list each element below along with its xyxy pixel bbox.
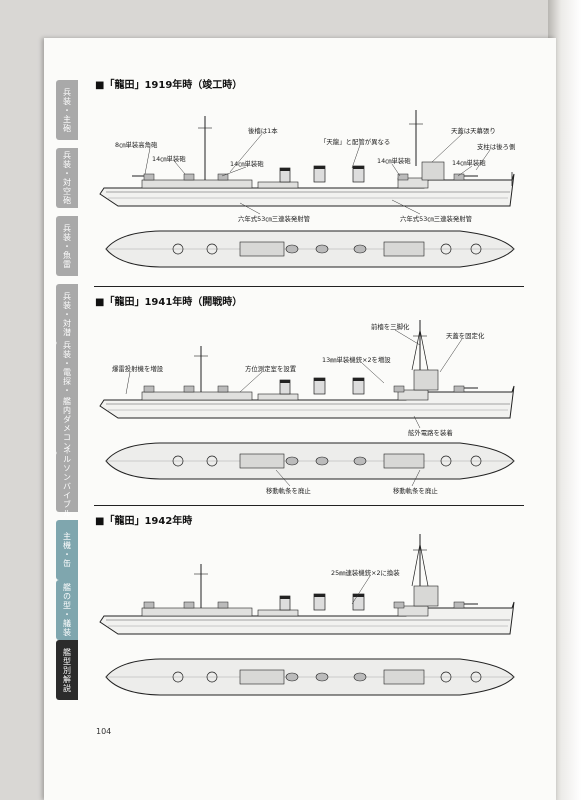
annotation: 14㎝単装砲 <box>452 159 486 167</box>
index-tab-label: ネルソンバイブル <box>62 446 72 518</box>
ship-deck-plan-1941 <box>105 442 515 480</box>
index-tab-label: 兵装・電探・艦 <box>62 340 72 404</box>
annotation: 14㎝単装砲 <box>377 157 411 165</box>
index-tab[interactable]: 兵装・魚雷 <box>56 216 78 276</box>
annotation: 舷外電路を装着 <box>408 429 453 437</box>
section-divider <box>94 505 524 506</box>
ship-side-profile-1942 <box>99 534 515 635</box>
section-title: ■「龍田」1941年時（開戦時） <box>95 297 243 308</box>
section-title: ■「龍田」1919年時（竣工時） <box>95 80 243 91</box>
annotation: 13㎜単装機銃×2を増設 <box>322 356 391 364</box>
index-tab-label: 兵装・魚雷 <box>62 223 72 269</box>
annotation: 六年式53㎝三連装発射管 <box>400 215 473 223</box>
ship-side-profile-1919 <box>99 110 515 207</box>
annotation: 天蓋は天幕張り <box>451 127 496 135</box>
annotation: 14㎝単装砲 <box>230 160 264 168</box>
annotation: 8㎝単装高角砲 <box>115 141 158 149</box>
index-tab-label: 兵装・主砲 <box>62 87 72 133</box>
annotation: 移動軌条を廃止 <box>393 487 438 495</box>
index-tab-label: 艦型別解説 <box>62 647 72 693</box>
annotation: 方位測定室を設置 <box>245 365 297 373</box>
section-divider <box>94 286 524 287</box>
index-tab[interactable]: 兵装・対潜 <box>56 284 78 344</box>
index-tab[interactable]: 艦の型・艤装 <box>56 580 78 640</box>
index-tab-label: 兵装・対潜 <box>62 291 72 337</box>
index-tab[interactable]: ネルソンバイブル <box>56 446 78 518</box>
page-number: 104 <box>96 727 112 736</box>
index-tab[interactable]: 主機・缶 <box>56 520 78 580</box>
ship-deck-plan-1919 <box>105 230 515 268</box>
index-tab-label: 主機・缶 <box>62 532 72 568</box>
section-title: ■「龍田」1942年時 <box>95 516 193 527</box>
annotation: 25㎜連装機銃×2に換装 <box>331 569 400 577</box>
annotation: 六年式53㎝三連装発射管 <box>238 215 311 223</box>
annotation: 「天龍」と配管が異なる <box>320 138 391 146</box>
annotation: 支柱は後ろ側 <box>477 143 516 151</box>
index-tab-label: 艦内ダメコン <box>62 397 72 451</box>
ship-deck-plan-1942 <box>105 658 515 696</box>
annotation: 前檣を三脚化 <box>371 323 410 331</box>
annotation: 爆雷投射機を増設 <box>112 365 164 373</box>
index-tab[interactable]: 兵装・主砲 <box>56 80 78 140</box>
index-tab-label: 兵装・対空砲 <box>62 151 72 205</box>
annotation: 移動軌条を廃止 <box>266 487 311 495</box>
index-tab[interactable]: 兵装・電探・艦 <box>56 340 78 404</box>
index-tab[interactable]: 艦内ダメコン <box>56 394 78 454</box>
index-tab[interactable]: 兵装・対空砲 <box>56 148 78 208</box>
annotation: 14㎝単装砲 <box>152 155 186 163</box>
annotation: 後檣は1本 <box>248 127 278 135</box>
index-tab-label: 艦の型・艤装 <box>62 583 72 637</box>
ship-side-profile-1941 <box>99 320 515 419</box>
index-tab-active[interactable]: 艦型別解説 <box>56 640 78 700</box>
annotation: 天蓋を固定化 <box>446 332 485 340</box>
